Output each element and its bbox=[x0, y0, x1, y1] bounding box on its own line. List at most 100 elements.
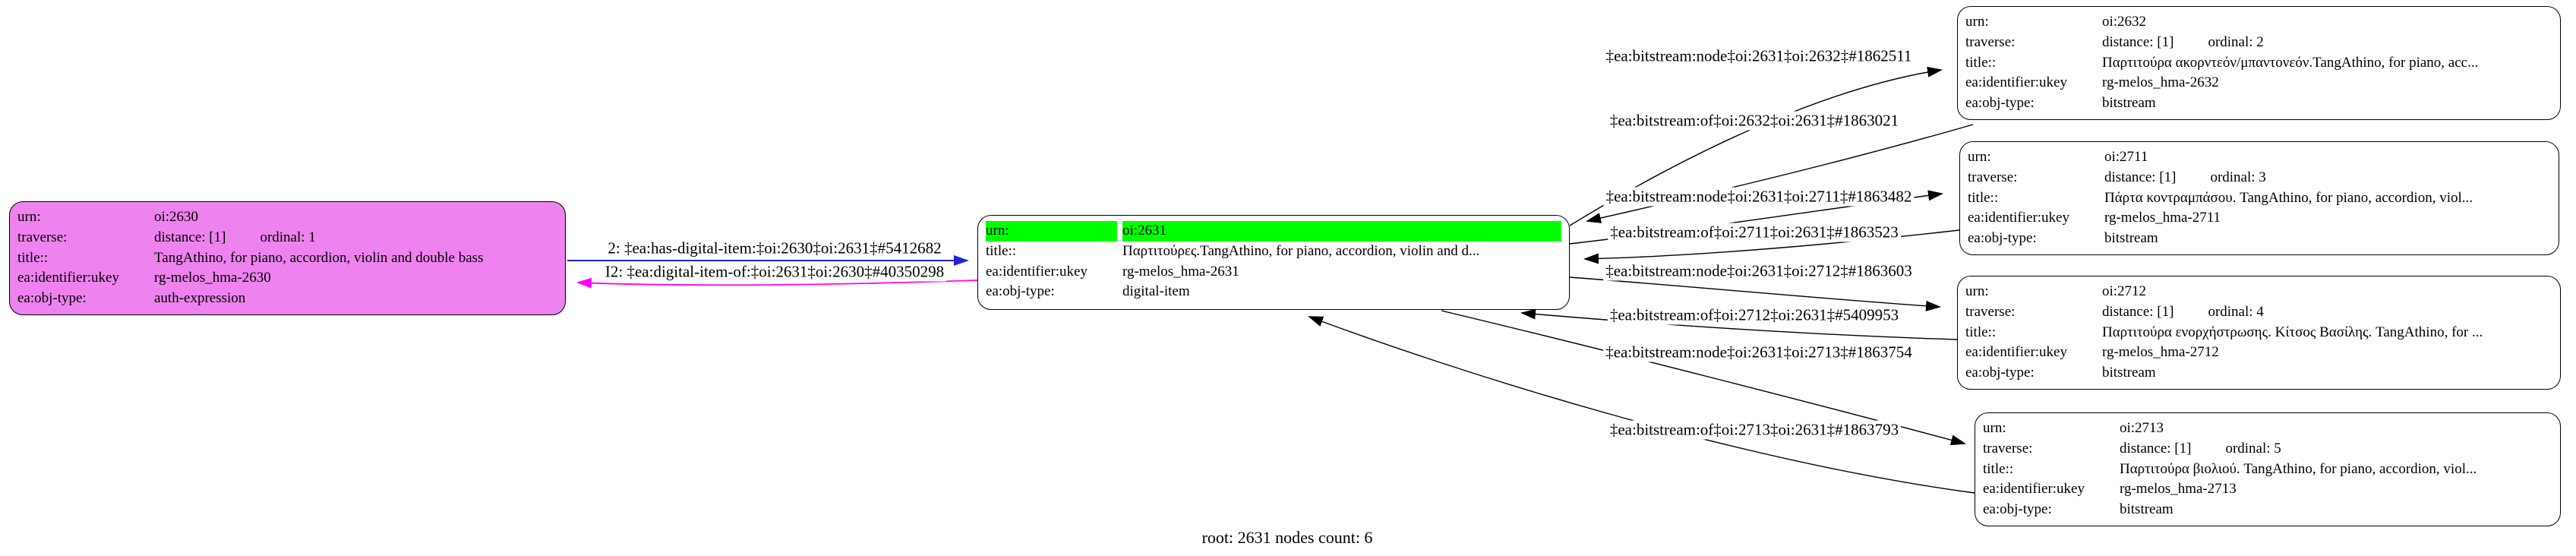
field-ukey-value: rg-melos_hma-2711 bbox=[2104, 210, 2221, 226]
field-title-value: Παρτιτούρα ακορντεόν/μπαντονεόν.TangAthi… bbox=[2102, 54, 2479, 71]
edge-label-bitstream-of-2711: ‡ea:bitstream:of‡oi:2711‡oi:2631‡#186352… bbox=[1608, 223, 1901, 242]
field-traverse: traverse:distance: [1]ordinal: 1 bbox=[17, 228, 557, 248]
field-traverse-distance: distance: [1] bbox=[2102, 33, 2174, 50]
field-traverse-distance: distance: [1] bbox=[2102, 303, 2174, 320]
field-urn: urn:oi:2631 bbox=[986, 221, 1561, 242]
field-traverse-distance: distance: [1] bbox=[2104, 169, 2177, 185]
field-title-value: TangAthino, for piano, accordion, violin… bbox=[154, 249, 484, 266]
field-ukey: ea:identifier:ukey rg-melos_hma-2630 bbox=[17, 268, 557, 289]
field-objtype: ea:obj-type: bitstream bbox=[1983, 500, 2552, 520]
node-oi-2632[interactable]: urn: oi:2632 traverse: distance: [1] ordina… bbox=[1957, 6, 2561, 120]
field-title: title::Παρτιτούρα βιολιού. TangAthino, f… bbox=[1983, 460, 2552, 480]
field-title-value: Παρτιτούρα βιολιού. TangAthino, for pian… bbox=[2120, 460, 2477, 477]
field-title-value: Παρτιτούρες.TangAthino, for piano, accor… bbox=[1122, 242, 1480, 259]
edge-digital-item-of bbox=[576, 277, 978, 289]
field-ukey: ea:identifier:ukey rg-melos_hma-2711 bbox=[1968, 208, 2551, 229]
edge-label-bitstream-node-2632: ‡ea:bitstream:node‡oi:2631‡oi:2632‡#1862… bbox=[1603, 46, 1915, 66]
field-traverse: traverse:distance: [1]ordinal: 5 bbox=[1983, 439, 2552, 460]
field-objtype: ea:obj-type: bitstream bbox=[1968, 229, 2551, 249]
field-title-key: title:: bbox=[17, 249, 49, 266]
field-objtype-value: digital-item bbox=[1122, 283, 1190, 300]
field-ukey-key: ea:identifier:ukey bbox=[1968, 210, 2069, 226]
field-urn: urn: oi:2630 bbox=[17, 207, 557, 228]
field-traverse-key: traverse: bbox=[1983, 440, 2033, 456]
field-urn-key: urn: bbox=[1965, 14, 1989, 30]
field-title: title::Παρτιτούρα ακορντεόν/μπαντονεόν.T… bbox=[1965, 53, 2552, 74]
field-objtype: ea:obj-type: auth-expression bbox=[17, 289, 557, 309]
field-urn-value: oi:2713 bbox=[2120, 420, 2164, 436]
edge-label-bitstream-node-2711: ‡ea:bitstream:node‡oi:2631‡oi:2711‡#1863… bbox=[1603, 187, 1915, 207]
field-objtype-value: auth-expression bbox=[154, 290, 246, 307]
field-ukey-value: rg-melos_hma-2630 bbox=[154, 270, 271, 286]
field-objtype-value: bitstream bbox=[2102, 95, 2156, 112]
edge-label-bitstream-node-2712: ‡ea:bitstream:node‡oi:2631‡oi:2712‡#1863… bbox=[1603, 261, 1915, 281]
field-objtype-value: bitstream bbox=[2104, 230, 2158, 247]
field-objtype: ea:obj-type: digital-item bbox=[986, 282, 1561, 302]
field-urn: urn: oi:2713 bbox=[1983, 419, 2552, 439]
field-traverse: traverse: distance: [1] ordinal: 2 bbox=[1965, 33, 2552, 53]
field-ukey-key: ea:identifier:ukey bbox=[986, 263, 1088, 280]
edge-bitstream-node-2712 bbox=[1569, 276, 1941, 311]
edge-bitstream-of-2712 bbox=[1520, 308, 1958, 340]
field-title: title::Παρτιτούρες.TangAthino, for piano… bbox=[986, 242, 1561, 262]
field-traverse-ordinal: ordinal: 4 bbox=[2208, 303, 2264, 320]
field-traverse-distance: distance: [1] bbox=[154, 229, 226, 245]
field-objtype-value: bitstream bbox=[2120, 501, 2174, 518]
field-objtype-key: ea:obj-type: bbox=[1965, 95, 2035, 112]
edge-bitstream-of-2711 bbox=[1583, 229, 1960, 264]
field-title-key: title:: bbox=[986, 242, 1017, 259]
field-objtype-key: ea:obj-type: bbox=[986, 283, 1055, 300]
field-urn-value: oi:2632 bbox=[2102, 14, 2147, 30]
graph-caption: root: 2631 nodes count: 6 bbox=[1201, 528, 1373, 547]
field-urn: urn:oi:2711 bbox=[1968, 147, 2551, 168]
field-traverse-ordinal: ordinal: 1 bbox=[260, 229, 316, 245]
field-urn-value: oi:2631 bbox=[1122, 221, 1561, 242]
field-traverse-ordinal: ordinal: 2 bbox=[2208, 33, 2264, 50]
field-urn-value: oi:2711 bbox=[2104, 149, 2148, 165]
edge-label-digital-item-of: I2: ‡ea:digital-item-of:‡oi:2631‡oi:2630… bbox=[602, 262, 947, 282]
field-traverse-distance: distance: [1] bbox=[2120, 440, 2192, 456]
field-ukey: ea:identifier:ukey rg-melos_hma-2632 bbox=[1965, 73, 2552, 93]
field-ukey-key: ea:identifier:ukey bbox=[17, 270, 119, 286]
field-urn-key: urn: bbox=[17, 209, 41, 225]
field-objtype-key: ea:obj-type: bbox=[1965, 365, 2035, 381]
field-urn-value: oi:2630 bbox=[154, 209, 199, 225]
node-oi-2712[interactable]: urn:oi:2712 traverse:distance: [1]ordina… bbox=[1957, 276, 2561, 390]
field-urn-key: urn: bbox=[1983, 420, 2006, 436]
node-oi-2631[interactable]: urn:oi:2631 title::Παρτιτούρες.TangAthin… bbox=[977, 215, 1570, 310]
edge-label-bitstream-node-2713: ‡ea:bitstream:node‡oi:2631‡oi:2713‡#1863… bbox=[1603, 343, 1915, 362]
field-ukey: ea:identifier:ukey rg-melos_hma-2713 bbox=[1983, 479, 2552, 500]
field-urn-key: urn: bbox=[986, 221, 1117, 242]
edge-label-bitstream-of-2713: ‡ea:bitstream:of‡oi:2713‡oi:2631‡#186379… bbox=[1607, 420, 1902, 440]
field-ukey-key: ea:identifier:ukey bbox=[1965, 74, 2067, 91]
field-urn: urn: oi:2632 bbox=[1965, 12, 2552, 33]
field-objtype: ea:obj-type: bitstream bbox=[1965, 93, 2552, 114]
node-oi-2711[interactable]: urn:oi:2711 traverse:distance: [1]ordina… bbox=[1959, 141, 2559, 255]
field-title: title::TangAthino, for piano, accordion,… bbox=[17, 248, 557, 269]
field-traverse: traverse:distance: [1]ordinal: 4 bbox=[1965, 302, 2552, 323]
node-oi-2630[interactable]: urn:oi:2630 traverse:distance: [1]ordina… bbox=[9, 201, 566, 315]
edge-label-bitstream-of-2712: ‡ea:bitstream:of‡oi:2712‡oi:2631‡#540995… bbox=[1607, 305, 1902, 325]
edge-label-has-digital-item: 2: ‡ea:has-digital-item:‡oi:2630‡oi:2631… bbox=[605, 239, 944, 258]
field-title-key: title:: bbox=[1983, 460, 2014, 477]
field-traverse-key: traverse: bbox=[1965, 33, 2016, 50]
field-urn-value: oi:2712 bbox=[2102, 283, 2147, 299]
field-objtype-key: ea:obj-type: bbox=[17, 290, 87, 307]
field-objtype-key: ea:obj-type: bbox=[1983, 501, 2052, 518]
field-ukey-value: rg-melos_hma-2712 bbox=[2102, 344, 2219, 361]
edge-bitstream-of-2713 bbox=[1308, 316, 1975, 494]
field-urn: urn:oi:2712 bbox=[1965, 282, 2552, 302]
field-ukey-value: rg-melos_hma-2713 bbox=[2120, 481, 2237, 498]
field-ukey-key: ea:identifier:ukey bbox=[1983, 481, 2085, 498]
field-title-key: title:: bbox=[1965, 324, 1997, 340]
node-oi-2713[interactable]: urn:oi:2713 traverse:distance: [1]ordina… bbox=[1975, 412, 2561, 526]
field-title: title::Παρτιτούρα ενορχήστρωσης. Κίτσος … bbox=[1965, 323, 2552, 343]
field-title: title::Πάρτα κοντραμπάσου. TangAthino, f… bbox=[1968, 188, 2551, 209]
field-objtype-value: bitstream bbox=[2102, 365, 2156, 381]
field-traverse-key: traverse: bbox=[1968, 169, 2018, 185]
edge-label-bitstream-of-2632: ‡ea:bitstream:of‡oi:2632‡oi:2631‡#186302… bbox=[1607, 111, 1902, 131]
field-ukey-value: rg-melos_hma-2632 bbox=[2102, 74, 2219, 91]
field-objtype-key: ea:obj-type: bbox=[1968, 230, 2037, 247]
